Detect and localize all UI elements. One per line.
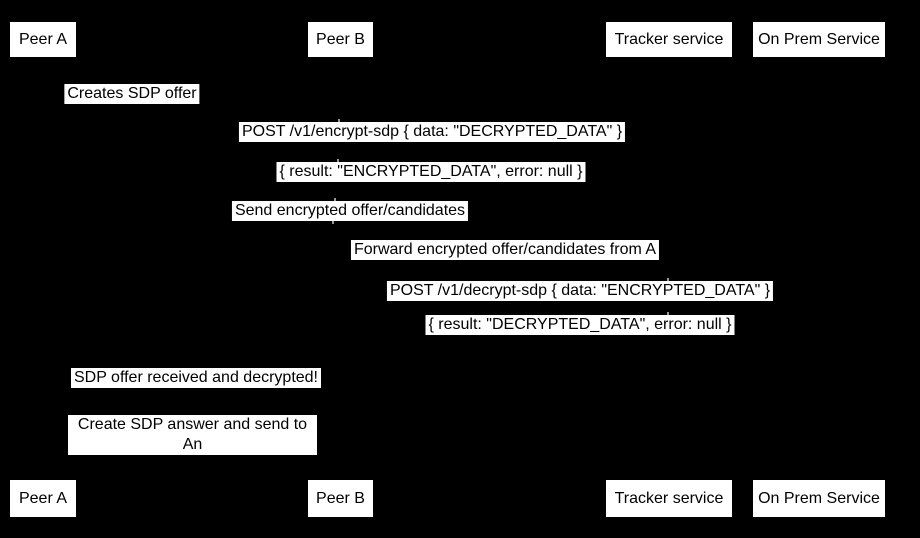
participant-box-peer-b-bottom: Peer B (308, 480, 373, 517)
participant-box-on-prem-service-top: On Prem Service (753, 22, 885, 57)
participant-box-peer-a-bottom: Peer A (10, 480, 76, 517)
lifeline-tick (338, 119, 340, 122)
message-label-post-decrypt-sdp: POST /v1/decrypt-sdp { data: "ENCRYPTED_… (386, 281, 774, 301)
note-line-1: Create SDP answer and send to An (77, 416, 308, 453)
message-label-sdp-offer-received: SDP offer received and decrypted! (71, 368, 321, 388)
participant-box-peer-b-top: Peer B (308, 22, 373, 57)
participant-box-on-prem-service-bottom: On Prem Service (753, 480, 885, 517)
lifeline-tick (667, 278, 669, 281)
message-label-send-encrypted-offer: Send encrypted offer/candidates (231, 201, 469, 221)
lifeline-tick (337, 159, 339, 162)
message-label-result-encrypted-data: { result: "ENCRYPTED_DATA", error: null … (276, 162, 586, 182)
message-label-post-encrypt-sdp: POST /v1/encrypt-sdp { data: "DECRYPTED_… (238, 122, 626, 142)
participant-box-tracker-service-bottom: Tracker service (606, 480, 732, 517)
message-label-forward-encrypted-offer: Forward encrypted offer/candidates from … (350, 240, 660, 260)
message-label-result-decrypted-data: { result: "DECRYPTED_DATA", error: null … (425, 315, 735, 335)
note-create-sdp-answer: Create SDP answer and send to An using t… (68, 415, 317, 473)
lifeline-tick (667, 312, 669, 315)
note-line-2: using the same mechanism (95, 456, 290, 473)
participant-box-tracker-service-top: Tracker service (606, 22, 732, 57)
lifeline-tick (332, 221, 334, 224)
participant-box-peer-a-top: Peer A (10, 22, 76, 57)
message-label-creates-sdp-offer: Creates SDP offer (64, 84, 200, 104)
lifeline-tick (334, 198, 336, 201)
